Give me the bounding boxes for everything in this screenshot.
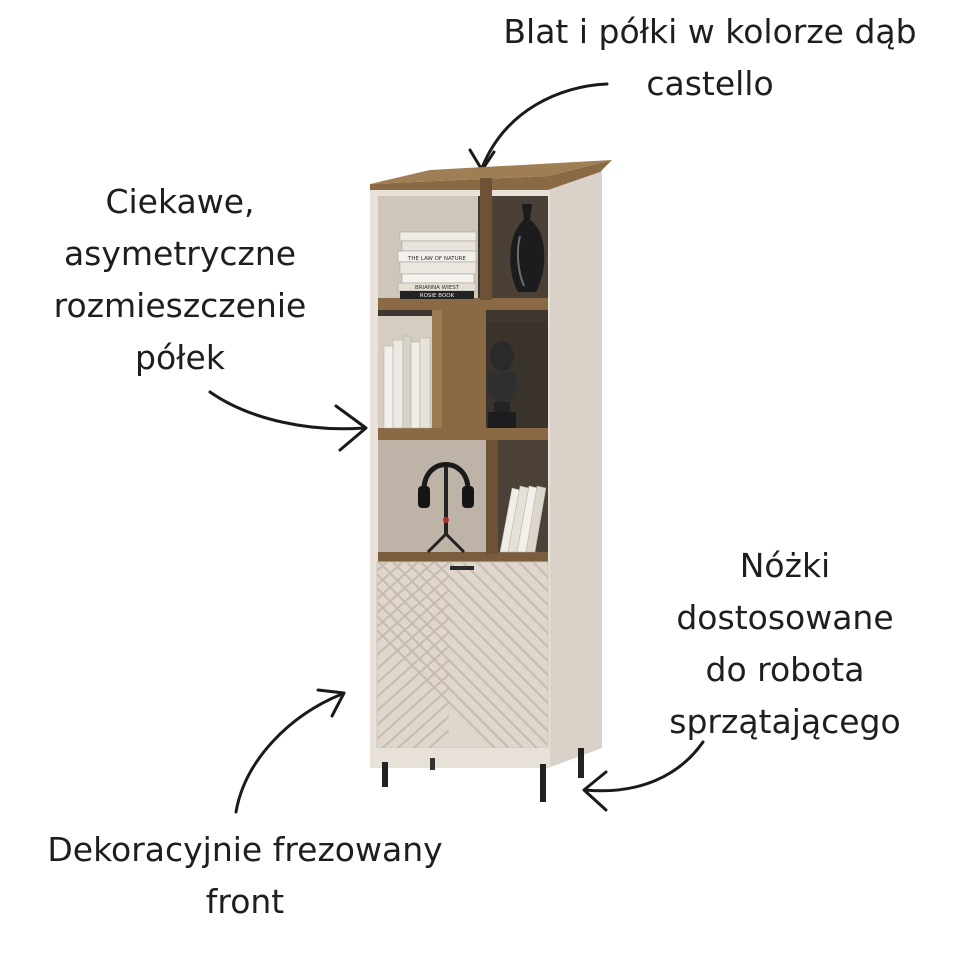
door-groove [377,631,450,698]
annotation-right-line-1: Nóżki [739,546,831,585]
door-groove [377,586,538,748]
door-groove [392,562,548,719]
side-panel [548,168,602,768]
divider-1 [480,178,492,300]
book-spine-1: THE LAW OF NATURE [407,256,466,262]
leg-back-right [578,748,584,778]
annotation-left-line-1: Ciekawe, [105,182,255,221]
leg-front-left [382,762,388,787]
headphones-on-stand [418,462,474,554]
door-groove [377,659,450,726]
annotation-right-line-4: sprzątającego [669,702,901,741]
arrows [208,82,705,814]
annotation-bottom: Dekoracyjnie frezowany front [20,824,470,928]
shelf-1 [378,298,548,310]
shelf-3 [378,552,548,564]
annotation-right: Nóżki dostosowane do robota sprzątająceg… [640,540,930,748]
door-groove [420,562,548,691]
book-stack-top: THE LAW OF NATURE BRIANNA WIEST ROSIE BO… [397,231,477,299]
door-groove [377,673,450,740]
door-groove [396,701,450,748]
door-groove [434,562,548,677]
door-groove [645,562,831,748]
door-groove [575,562,761,748]
door-groove [381,687,450,748]
leg-back-left [430,758,435,770]
annotation-right-line-2: dostosowane [676,598,894,637]
door-groove [462,562,548,649]
bookcase: THE LAW OF NATURE BRIANNA WIEST ROSIE BO… [370,160,831,802]
book-spine-2: BRIANNA WIEST [415,285,460,291]
plinth [370,748,548,768]
door-groove [412,715,450,748]
door-groove [617,562,803,748]
door-groove [377,589,450,656]
annotation-top-line-1: Blat i półki w kolorze dąb [503,12,917,51]
door-groove [377,572,548,747]
arrow-top [480,82,609,170]
door-groove [377,617,450,684]
door-milled-pattern [377,562,831,748]
books-leaning-bottom [499,485,547,553]
door-groove [377,628,496,748]
annotation-bottom-line-2: front [205,882,285,921]
annotation-top: Blat i półki w kolorze dąb castello [470,6,950,110]
door-groove [378,562,548,733]
door-groove [377,603,450,670]
door-groove [377,562,405,586]
annotation-right-line-3: do robota [705,650,865,689]
divider-3 [486,440,498,554]
annotation-left: Ciekawe, asymetryczne rozmieszczenie pół… [30,176,330,384]
annotation-left-line-4: półek [135,338,225,377]
vase-highlight [516,235,525,287]
door-groove [603,562,789,748]
door-groove [448,562,548,663]
door-groove [406,562,548,705]
arrow-right-head [582,770,608,812]
annotation-top-line-2: castello [646,64,774,103]
arrow-right [583,740,705,793]
oak-top-surface [370,160,612,184]
annotation-left-line-2: asymetryczne [63,234,297,273]
door-groove [377,562,420,600]
books-upright-middle [383,335,431,429]
annotation-bottom-line-1: Dekoracyjnie frezowany [47,830,443,869]
door-groove [631,562,817,748]
door-groove [377,600,524,748]
arrow-bottom-head [316,688,346,718]
door-groove [427,729,450,748]
door-groove [377,562,450,628]
door-handle [450,566,474,570]
door-groove [476,562,548,635]
door-groove [377,575,450,642]
door-groove [589,562,775,748]
divider-2-face [432,310,442,428]
door-groove [504,562,548,607]
shelf-2 [378,428,548,440]
book-spine-3: ROSIE BOOK [420,293,455,299]
leg-front-right [540,764,546,802]
arrow-left [208,390,366,431]
arrow-left-head [334,404,368,452]
door-groove [377,562,436,614]
door-groove [490,562,548,621]
annotation-left-line-3: rozmieszczenie [53,286,307,325]
door-groove [377,614,510,748]
door-groove [377,645,450,712]
bust-sculpture [486,341,518,428]
oak-top [370,160,612,196]
arrow-bottom [234,692,344,814]
